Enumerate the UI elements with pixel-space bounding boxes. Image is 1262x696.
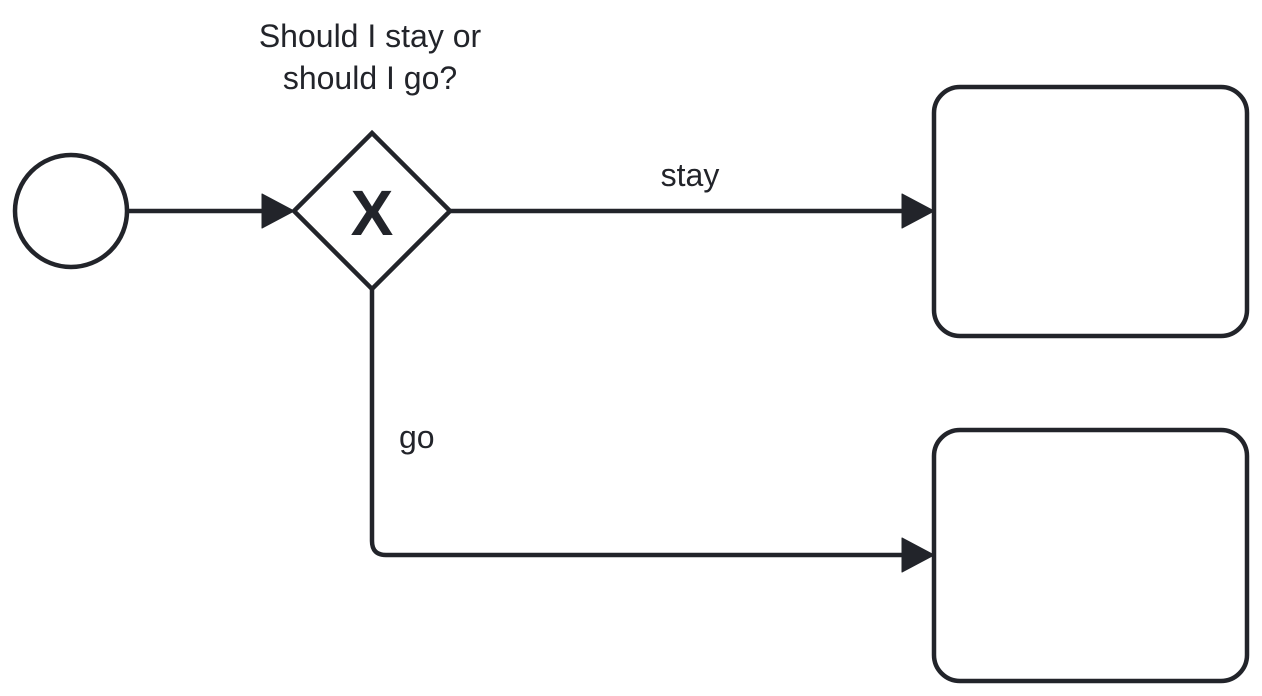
arrowhead-icon [901,537,935,573]
task-stay[interactable] [931,84,1250,339]
sequence-flow-start-to-gateway[interactable] [127,193,295,229]
start-event[interactable] [12,152,130,270]
flow-label-stay: stay [661,157,720,193]
arrowhead-icon [261,193,295,229]
gateway-label-line-1: Should I stay or [259,18,482,54]
flow-label-go: go [399,419,435,455]
sequence-flow-go[interactable] [369,289,935,573]
gateway-label-line-2: should I go? [283,60,457,96]
task-go[interactable] [931,427,1250,684]
sequence-flow-stay[interactable] [450,193,935,229]
exclusive-gateway[interactable]: X [290,129,454,293]
arrowhead-icon [901,193,935,229]
sequence-flow-line [369,289,904,558]
gateway-x-marker: X [351,177,394,249]
